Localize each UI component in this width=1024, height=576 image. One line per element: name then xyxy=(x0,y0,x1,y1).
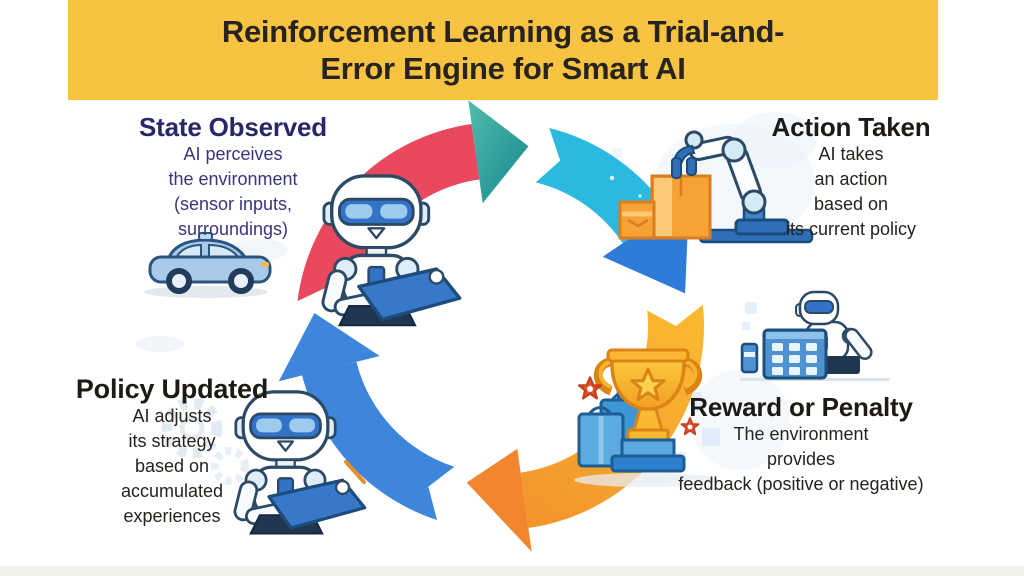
step-title: Policy Updated xyxy=(75,374,269,404)
self-driving-car-icon xyxy=(144,232,272,298)
step-line: experiences xyxy=(123,506,221,526)
step-line: accumulated xyxy=(120,481,224,501)
step-state-observed: State Observed AI perceives the environm… xyxy=(103,112,363,242)
step-line: AI adjusts xyxy=(132,406,212,426)
step-line: The environment xyxy=(733,424,869,444)
robot-at-desk-icon xyxy=(740,290,890,381)
bottom-edge-strip xyxy=(0,566,1024,576)
gear-icon xyxy=(161,397,249,485)
step-title: Action Taken xyxy=(771,112,931,142)
arrowhead-steel-blue xyxy=(278,313,380,382)
page-title-line2: Error Engine for Smart AI xyxy=(320,51,686,86)
step-line: based on xyxy=(134,456,210,476)
page-title-line1: Reinforcement Learning as a Trial-and- xyxy=(221,14,785,49)
header-banner: Reinforcement Learning as a Trial-and- E… xyxy=(68,0,938,100)
step-line: its strategy xyxy=(128,431,216,451)
step-reward-or-penalty: Reward or Penalty The environment provid… xyxy=(656,392,946,497)
trophy-icon xyxy=(593,348,703,473)
step-line: provides xyxy=(766,449,836,469)
arrowhead-teal xyxy=(468,100,529,204)
arrowhead-orange xyxy=(466,448,532,552)
step-line: its current policy xyxy=(785,219,917,239)
step-line: AI takes xyxy=(818,144,884,164)
step-title: Reward or Penalty xyxy=(689,392,913,422)
step-title: State Observed xyxy=(139,112,327,142)
arrow-reward-to-policy xyxy=(302,361,455,520)
step-line: the environment xyxy=(168,169,298,189)
step-line: AI perceives xyxy=(183,144,283,164)
pencil-icon xyxy=(344,460,366,484)
step-action-taken: Action Taken AI takes an action based on… xyxy=(711,112,991,242)
step-line: (sensor inputs, xyxy=(173,194,293,214)
step-line: feedback (positive or negative) xyxy=(678,474,924,494)
step-policy-updated: Policy Updated AI adjusts its strategy b… xyxy=(42,374,302,529)
step-line: an action xyxy=(814,169,888,189)
trophy-with-gift-bags-icon xyxy=(574,348,718,487)
step-line: based on xyxy=(813,194,889,214)
robotic-arm-with-boxes-icon xyxy=(618,130,814,244)
step-line: surroundings) xyxy=(177,219,289,239)
